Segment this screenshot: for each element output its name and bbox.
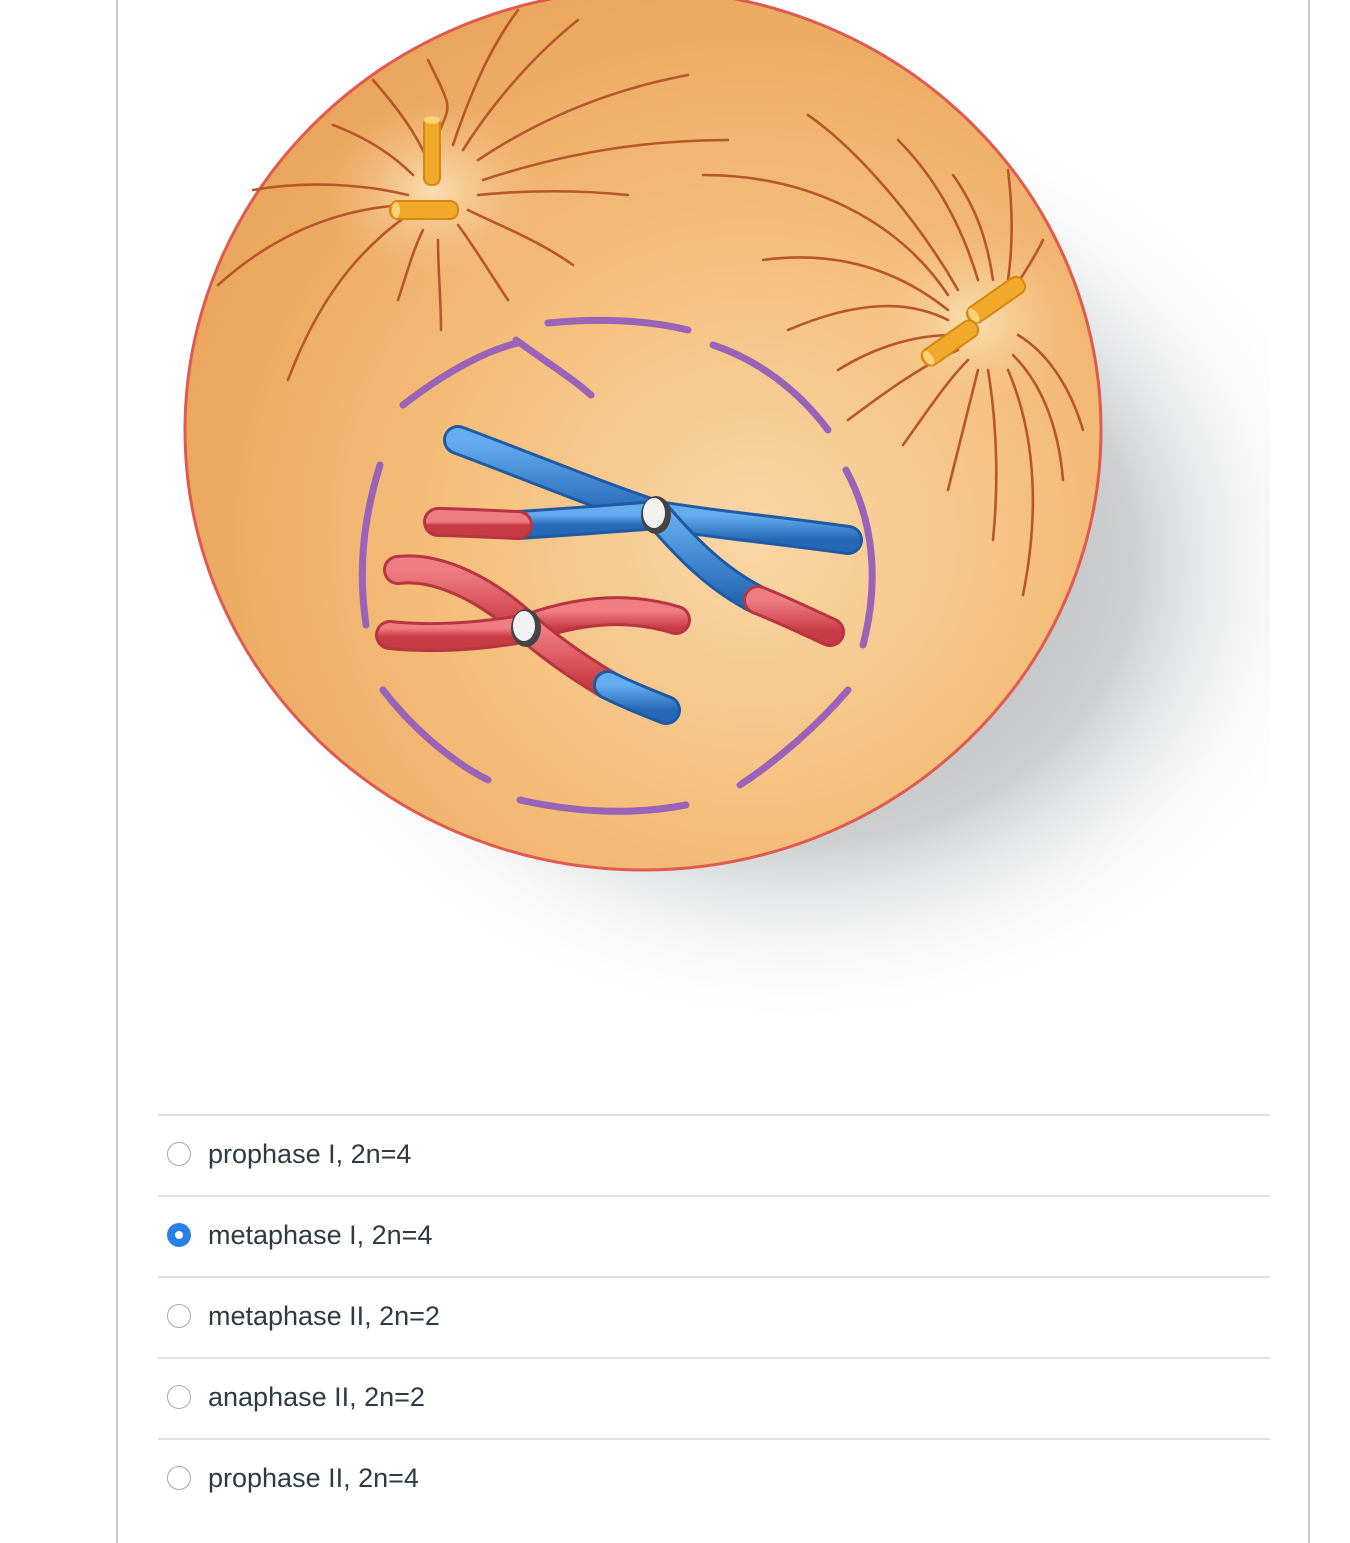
answer-label[interactable]: metaphase I, 2n=4 xyxy=(208,1220,433,1250)
radio-button-checked[interactable] xyxy=(167,1223,191,1247)
answer-list: prophase I, 2n=4 metaphase I, 2n=4 metap… xyxy=(158,1114,1270,1519)
answer-label[interactable]: metaphase II, 2n=2 xyxy=(208,1301,440,1331)
question-frame xyxy=(116,0,1310,1543)
answer-option[interactable]: metaphase I, 2n=4 xyxy=(158,1195,1270,1276)
centromere-red xyxy=(511,609,541,647)
answer-option[interactable]: anaphase II, 2n=2 xyxy=(158,1357,1270,1438)
answer-label[interactable]: prophase II, 2n=4 xyxy=(208,1463,419,1493)
radio-button-unchecked[interactable] xyxy=(167,1142,191,1166)
answer-label[interactable]: prophase I, 2n=4 xyxy=(208,1139,412,1169)
spindle-fibers-right xyxy=(701,113,1085,597)
radio-button-unchecked[interactable] xyxy=(167,1385,191,1409)
radio-button-unchecked[interactable] xyxy=(167,1304,191,1328)
centriole-right xyxy=(920,275,1027,367)
radio-button-unchecked[interactable] xyxy=(167,1466,191,1490)
centriole-left xyxy=(389,116,459,220)
answer-option[interactable]: prophase II, 2n=4 xyxy=(158,1438,1270,1519)
nuclear-envelope xyxy=(358,316,876,815)
chromosome-red xyxy=(375,554,691,725)
answer-option[interactable]: metaphase II, 2n=2 xyxy=(158,1276,1270,1357)
chromosome-blue xyxy=(423,425,863,647)
answer-label[interactable]: anaphase II, 2n=2 xyxy=(208,1382,425,1412)
cell-body xyxy=(183,0,1103,872)
centromere-blue xyxy=(641,496,671,534)
meiosis-cell-diagram xyxy=(158,0,1270,1018)
answer-option[interactable]: prophase I, 2n=4 xyxy=(158,1114,1270,1195)
spindle-fibers-left xyxy=(216,8,730,382)
